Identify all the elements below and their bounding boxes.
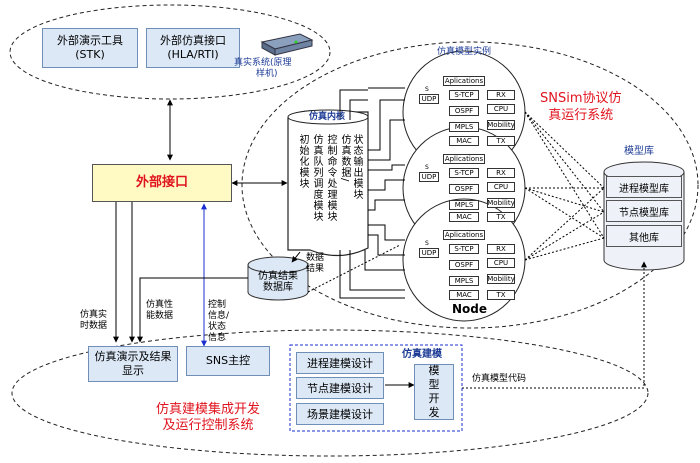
kernel-col-3: 控制命令处理模块 xyxy=(325,134,336,222)
edge-code-library xyxy=(462,261,647,389)
process-model-library[interactable]: 进程模型库 xyxy=(606,176,682,198)
cell-cpu[interactable]: CPU xyxy=(487,258,515,268)
node-model-library[interactable]: 节点模型库 xyxy=(606,200,682,222)
other-library[interactable]: 其他库 xyxy=(606,225,682,247)
kernel-node-links xyxy=(339,87,405,299)
kernel-col-1: 初始化模块 xyxy=(297,134,308,189)
cell-rx[interactable]: RX xyxy=(487,90,515,100)
cell-app[interactable]: Aplications xyxy=(443,230,485,240)
result-db-label: 仿真结果 数据库 xyxy=(258,271,298,293)
bottom-group-ellipse xyxy=(11,329,649,457)
realtime-data-label: 仿真实 时数据 xyxy=(80,310,108,331)
cell-udp[interactable]: UDP xyxy=(419,172,439,182)
cell-ospf[interactable]: OSPF xyxy=(449,260,479,270)
edge-db-dashed xyxy=(307,244,401,293)
cell-udp[interactable]: UDP xyxy=(419,94,439,104)
cell-ospf[interactable]: OSPF xyxy=(449,184,479,194)
cell-s: S xyxy=(425,240,429,247)
control-info-label: 控制 信息/ 状态 信息 xyxy=(208,300,230,343)
kernel-columns: 初始化模块 仿真队列调度模块 控制命令处理模块 仿真数据/ 状态输出模块 xyxy=(292,134,364,246)
cell-cpu[interactable]: CPU xyxy=(487,182,515,192)
cell-mpls[interactable]: MPLS xyxy=(449,122,479,132)
result-db-cylinder xyxy=(247,265,309,301)
cell-rx[interactable]: RX xyxy=(487,244,515,254)
cell-mpls[interactable]: MPLS xyxy=(449,276,479,286)
node-label: Node xyxy=(452,302,488,316)
cell-stcp[interactable]: S-TCP xyxy=(449,244,479,254)
model-dev-box[interactable]: 模 型 开 发 xyxy=(414,364,454,420)
cell-app[interactable]: Aplications xyxy=(443,76,485,86)
cell-stcp[interactable]: S-TCP xyxy=(449,90,479,100)
scene-design-box[interactable]: 场景建模设计 xyxy=(296,403,384,425)
stk-line2: (STK) xyxy=(75,48,105,61)
modeling-title: 仿真建模 xyxy=(402,349,442,360)
result-data-label: 数据 结果 xyxy=(306,253,325,274)
cell-s: S xyxy=(425,164,429,171)
node-design-box[interactable]: 节点建模设计 xyxy=(296,377,384,399)
kernel-col-2: 仿真队列调度模块 xyxy=(311,134,322,222)
node-3: Aplications S-TCP UDP OSPF MPLS MAC RX C… xyxy=(405,222,525,302)
node-2: Aplications S-TCP UDP OSPF MPLS MAC RX C… xyxy=(405,146,525,226)
stk-line1: 外部演示工具 xyxy=(57,34,123,47)
bottom-system-title: 仿真建模集成开发 及运行控制系统 xyxy=(155,402,260,433)
external-interface-box[interactable]: 外部接口 xyxy=(92,164,232,202)
node-1: Aplications S-TCP UDP OSPF MPLS MAC RX C… xyxy=(405,68,525,148)
cell-udp[interactable]: UDP xyxy=(419,248,439,258)
stk-box[interactable]: 外部演示工具 (STK) xyxy=(42,28,138,68)
router-icon xyxy=(260,33,314,56)
model-instances-title: 仿真模型实例 xyxy=(437,47,492,57)
edge-kernel-db xyxy=(291,251,301,263)
display-results-box[interactable]: 仿真演示及结果显示 xyxy=(88,346,178,382)
model-library-title: 模型库 xyxy=(624,146,654,157)
cell-tx[interactable]: TX xyxy=(487,136,515,146)
cell-mac[interactable]: MAC xyxy=(449,290,479,300)
hla-box[interactable]: 外部仿真接口 (HLA/RTI) xyxy=(146,28,240,68)
cell-mobility[interactable]: Mobility xyxy=(487,120,515,130)
edge-db-display xyxy=(137,277,248,343)
cell-s: S xyxy=(425,86,429,93)
cell-rx[interactable]: RX xyxy=(487,168,515,178)
cell-tx[interactable]: TX xyxy=(487,212,515,222)
model-code-label: 仿真模型代码 xyxy=(472,374,527,384)
kernel-title: 仿真内核 xyxy=(309,112,346,122)
process-design-box[interactable]: 进程建模设计 xyxy=(296,352,384,374)
sns-control-box[interactable]: SNS主控 xyxy=(186,346,270,376)
cell-mobility[interactable]: Mobility xyxy=(487,274,515,284)
sns-system-title: SNSim协议仿 真运行系统 xyxy=(540,91,622,123)
cell-stcp[interactable]: S-TCP xyxy=(449,168,479,178)
kernel-top-curl xyxy=(287,109,369,125)
hla-line2: (HLA/RTI) xyxy=(167,48,219,61)
cell-ospf[interactable]: OSPF xyxy=(449,106,479,116)
performance-data-label: 仿真性 能数据 xyxy=(146,300,174,321)
kernel-col-4: 仿真数据/ xyxy=(339,134,350,183)
cell-cpu[interactable]: CPU xyxy=(487,104,515,114)
top-group-ellipse xyxy=(9,4,331,100)
cell-app[interactable]: Aplications xyxy=(443,154,485,164)
library-node-links xyxy=(524,111,605,261)
kernel-col-5: 状态输出模块 xyxy=(351,134,362,200)
cell-tx[interactable]: TX xyxy=(487,290,515,300)
real-system-label: 真实系统(原理 样机) xyxy=(234,58,292,79)
cell-mac[interactable]: MAC xyxy=(449,136,479,146)
hla-line1: 外部仿真接口 xyxy=(160,34,226,47)
cell-mpls[interactable]: MPLS xyxy=(449,200,479,210)
cell-mac[interactable]: MAC xyxy=(449,212,479,222)
cell-mobility[interactable]: Mobility xyxy=(487,198,515,208)
